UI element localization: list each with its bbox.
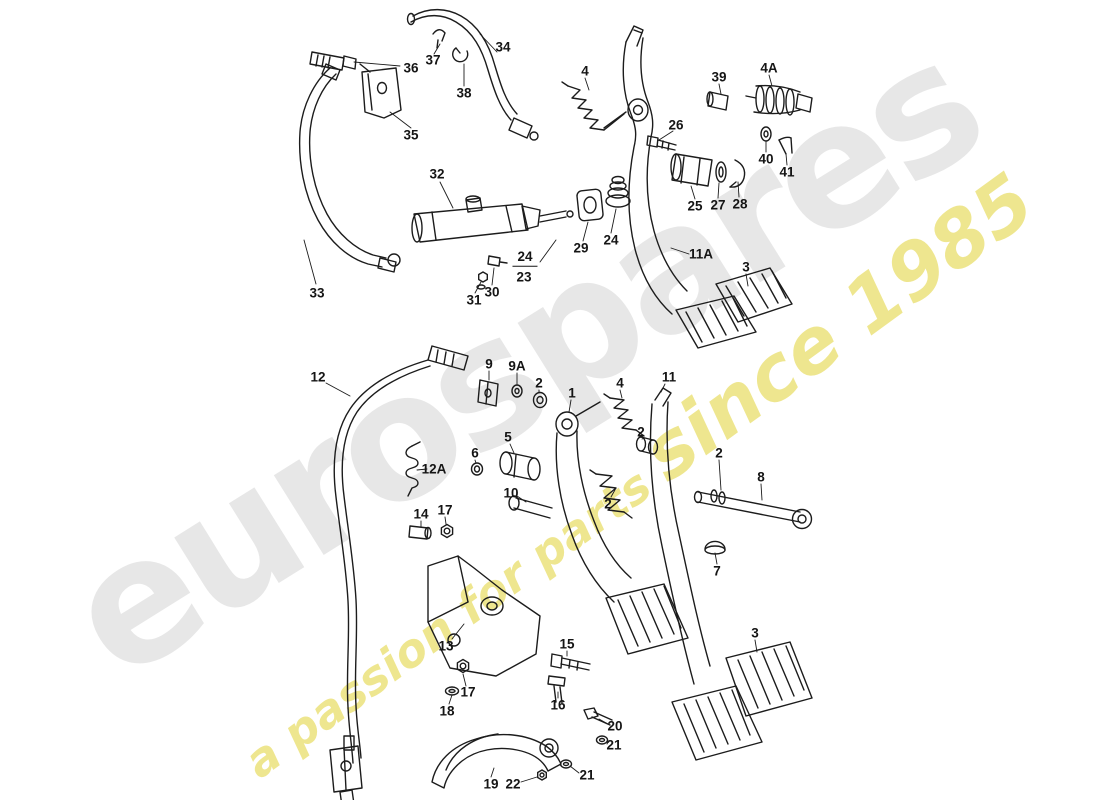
part-label-21: 21 [579,767,595,783]
part-label-2: 2 [604,496,612,512]
part-label-4a: 4A [760,60,778,76]
part-label-11: 11 [661,369,677,385]
brake-pedal-upper-drawing [603,25,793,349]
part-label-3: 3 [742,259,750,275]
part-label-37: 37 [425,52,441,68]
part-label-18: 18 [439,703,455,719]
part-label-31: 31 [466,292,482,308]
part-label-38: 38 [456,85,472,101]
part-label-12a: 12A [421,461,447,477]
part-label-1: 1 [568,385,576,401]
part-label-3: 3 [751,625,759,641]
part-label-15: 15 [559,636,575,652]
part-label-22: 22 [505,776,521,792]
part-label-23: 23 [516,269,532,285]
part-label-17: 17 [460,684,476,700]
part-label-11a: 11A [688,246,714,262]
part-label-14: 14 [413,506,429,522]
part-label-41: 41 [779,164,795,180]
part-label-36: 36 [403,60,419,76]
part-label-24: 24 [512,250,538,267]
part-label-33: 33 [309,285,325,301]
part-label-19: 19 [483,776,499,792]
release-parts-drawing [561,81,813,188]
part-label-2: 2 [535,375,543,391]
accelerator-pedal-arm-drawing [431,707,613,789]
part-label-28: 28 [732,196,748,212]
part-label-16: 16 [550,697,566,713]
part-label-32: 32 [429,166,445,182]
part-label-25: 25 [687,198,703,214]
pedal-cluster-drawing [408,379,813,761]
master-cylinder-drawing [387,175,631,290]
part-label-39: 39 [711,69,727,85]
part-label-17: 17 [437,502,453,518]
part-label-10: 10 [503,485,519,501]
accelerator-cable-drawing [329,345,469,800]
part-label-34: 34 [495,39,511,55]
part-label-6: 6 [471,445,479,461]
part-label-29: 29 [573,240,589,256]
part-label-40: 40 [758,151,774,167]
part-label-2: 2 [715,445,723,461]
part-label-7: 7 [713,563,721,579]
part-label-5: 5 [504,429,512,445]
part-label-12: 12 [310,369,326,385]
part-label-30: 30 [484,284,500,300]
part-label-35: 35 [403,127,419,143]
part-label-9: 9 [485,356,493,372]
part-label-20: 20 [607,718,623,734]
clutch-line-assembly-drawing [298,8,539,273]
part-label-4: 4 [616,375,624,391]
part-label-8: 8 [757,469,765,485]
part-label-13: 13 [438,638,454,654]
part-label-21: 21 [606,737,622,753]
leader-lines [303,33,788,783]
part-label-24: 24 [603,232,619,248]
part-label-4: 4 [581,63,589,79]
part-label-2: 2 [637,424,645,440]
part-label-9a: 9A [508,358,526,374]
part-label-26: 26 [668,117,684,133]
part-label-27: 27 [710,197,726,213]
